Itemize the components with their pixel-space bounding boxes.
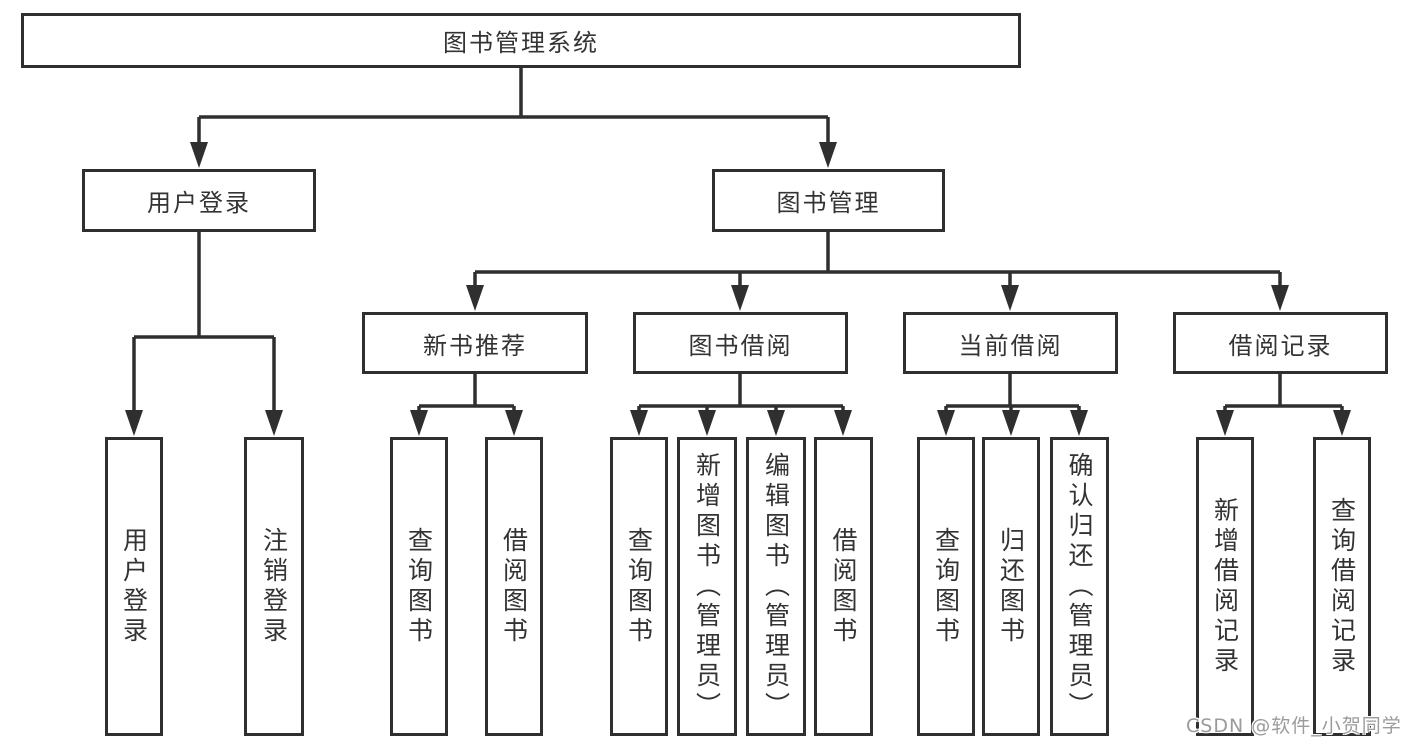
leaf-logout: 注销登录 bbox=[244, 437, 304, 736]
arrowhead-icon bbox=[1216, 410, 1234, 436]
arrowhead-icon bbox=[767, 410, 785, 436]
arrowhead-icon bbox=[505, 410, 523, 436]
node-book-management: 图书管理 bbox=[712, 169, 945, 232]
leaf-borrow-add-books-admin: 新增图书（管理员） bbox=[677, 437, 737, 736]
arrowhead-icon bbox=[937, 410, 955, 436]
node-label: 查询图书 bbox=[404, 526, 434, 647]
arrowhead-icon bbox=[125, 410, 143, 436]
leaf-current-return-books: 归还图书 bbox=[982, 437, 1040, 736]
node-borrowing-records: 借阅记录 bbox=[1173, 312, 1388, 374]
node-label: 新增借阅记录 bbox=[1210, 496, 1240, 677]
arrowhead-icon bbox=[1001, 285, 1019, 311]
arrowhead-icon bbox=[190, 142, 208, 168]
leaf-newbook-query-books: 查询图书 bbox=[390, 437, 448, 736]
node-label: 确认归还（管理员） bbox=[1065, 451, 1094, 722]
node-label: 编辑图书（管理员） bbox=[761, 451, 791, 722]
node-library-system: 图书管理系统 bbox=[21, 13, 1021, 68]
arrowhead-icon bbox=[731, 285, 749, 311]
leaf-borrow-borrow-books: 借阅图书 bbox=[814, 437, 873, 736]
node-book-borrowing: 图书借阅 bbox=[633, 312, 848, 374]
leaf-records-query-record: 查询借阅记录 bbox=[1313, 437, 1371, 736]
arrowhead-icon bbox=[265, 410, 283, 436]
arrowhead-icon bbox=[466, 285, 484, 311]
node-label: 借阅图书 bbox=[829, 526, 858, 647]
arrowhead-icon bbox=[410, 410, 428, 436]
leaf-user-login: 用户登录 bbox=[105, 437, 163, 736]
node-label: 注销登录 bbox=[259, 526, 289, 647]
node-new-book-recommend: 新书推荐 bbox=[362, 312, 588, 374]
node-label: 用户登录 bbox=[147, 189, 251, 217]
leaf-current-confirm-return-admin: 确认归还（管理员） bbox=[1050, 437, 1109, 736]
node-user-login: 用户登录 bbox=[82, 169, 316, 232]
arrowhead-icon bbox=[1271, 285, 1289, 311]
node-label: 查询借阅记录 bbox=[1327, 496, 1357, 677]
node-label: 借阅图书 bbox=[499, 526, 529, 647]
arrowhead-icon bbox=[630, 410, 648, 436]
arrowhead-icon bbox=[1002, 410, 1020, 436]
node-label: 当前借阅 bbox=[958, 331, 1063, 360]
arrowhead-icon bbox=[1333, 410, 1351, 436]
node-label: 查询图书 bbox=[931, 526, 961, 647]
node-label: 归还图书 bbox=[996, 526, 1026, 647]
node-label: 图书管理系统 bbox=[443, 29, 599, 57]
node-label: 新增图书（管理员） bbox=[692, 451, 722, 722]
csdn-watermark: CSDN @软件_小贺同学 bbox=[1186, 715, 1402, 737]
leaf-records-add-record: 新增借阅记录 bbox=[1196, 437, 1254, 736]
node-label: 图书管理 bbox=[776, 189, 881, 217]
node-current-borrowing: 当前借阅 bbox=[903, 312, 1118, 374]
node-label: 用户登录 bbox=[119, 526, 149, 647]
node-label: 新书推荐 bbox=[423, 331, 527, 360]
arrowhead-icon bbox=[834, 410, 852, 436]
arrowhead-icon bbox=[698, 410, 716, 436]
leaf-current-query-books: 查询图书 bbox=[917, 437, 975, 736]
node-label: 查询图书 bbox=[624, 526, 654, 647]
node-label: 图书借阅 bbox=[688, 331, 793, 360]
leaf-borrow-edit-books-admin: 编辑图书（管理员） bbox=[746, 437, 806, 736]
leaf-newbook-borrow-books: 借阅图书 bbox=[485, 437, 543, 736]
node-label: 借阅记录 bbox=[1228, 331, 1333, 360]
leaf-borrow-query-books: 查询图书 bbox=[610, 437, 668, 736]
arrowhead-icon bbox=[819, 142, 837, 168]
arrowhead-icon bbox=[1070, 410, 1088, 436]
